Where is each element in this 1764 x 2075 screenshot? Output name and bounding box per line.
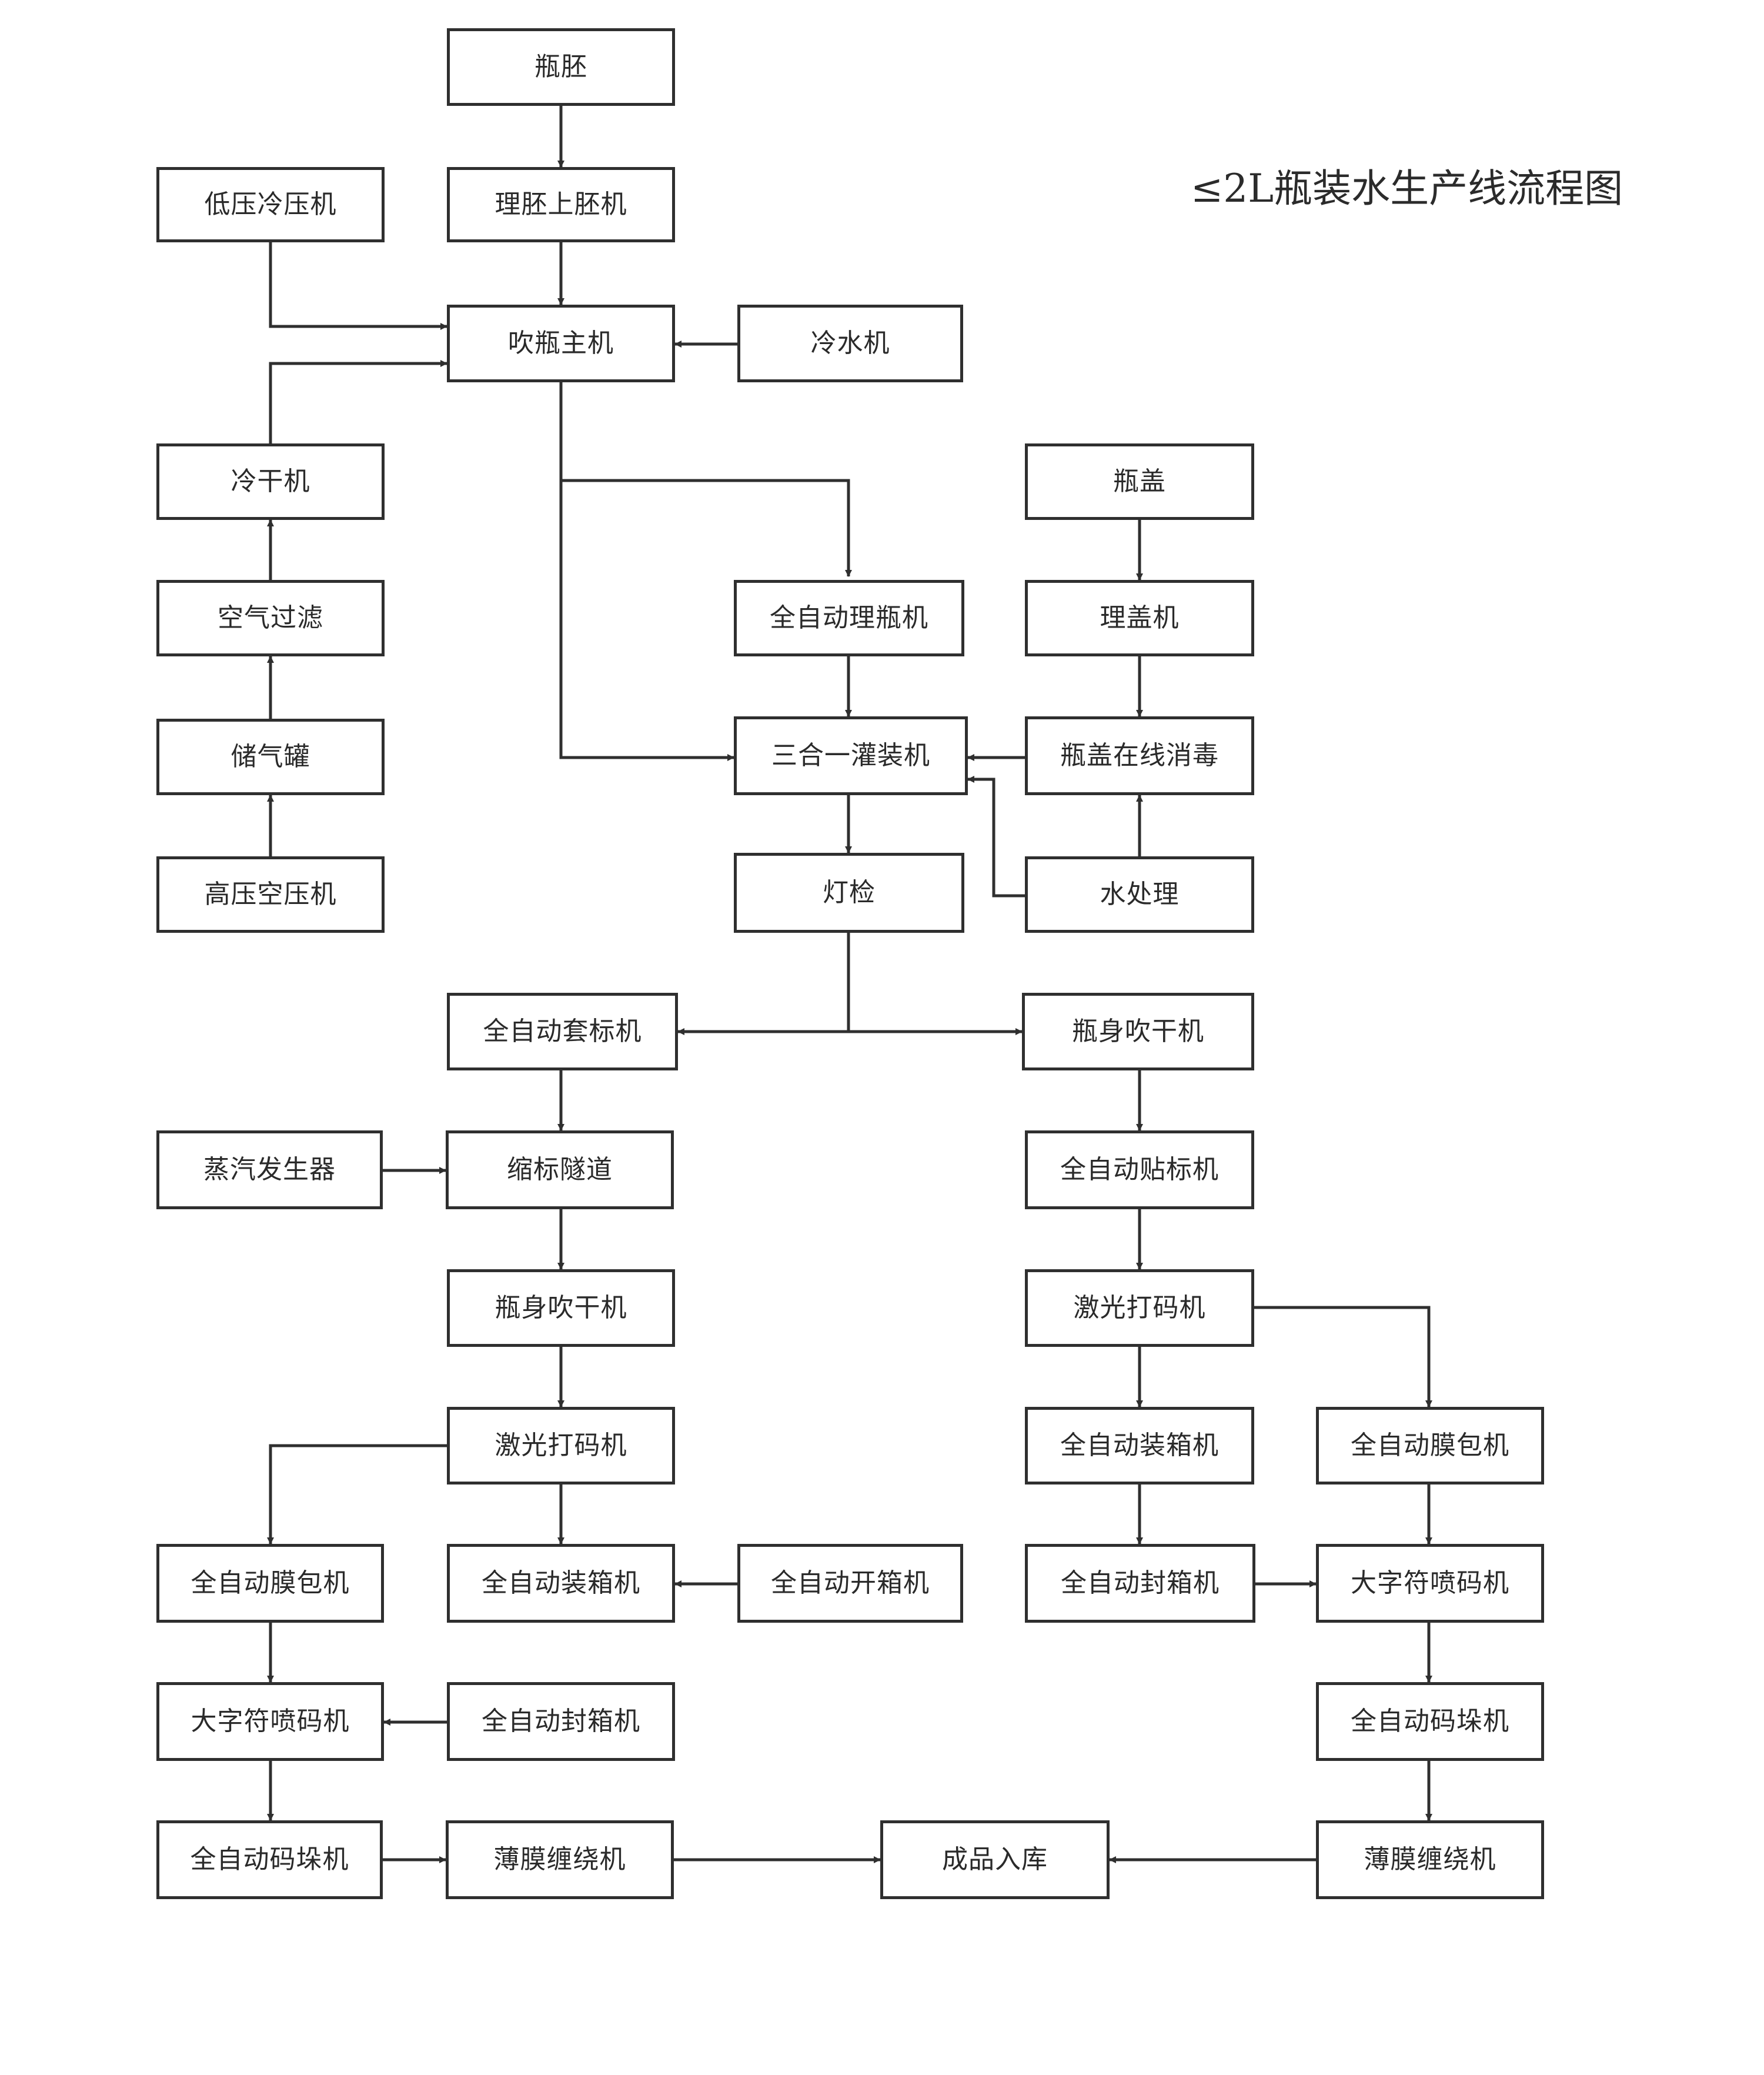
node-label: 全自动封箱机 (1061, 1568, 1220, 1598)
node-auto-labeler: 全自动贴标机 (1025, 1130, 1254, 1209)
node-laser-coder-right: 激光打码机 (1025, 1269, 1254, 1347)
node-air-filter: 空气过滤 (156, 580, 385, 656)
node-label: 全自动膜包机 (191, 1568, 350, 1598)
node-label: 大字符喷码机 (191, 1706, 350, 1736)
node-label: 瓶身吹干机 (1072, 1016, 1204, 1046)
node-label: 大字符喷码机 (1351, 1568, 1509, 1598)
node-large-char-printer-right: 大字符喷码机 (1316, 1544, 1544, 1623)
node-label: 全自动膜包机 (1351, 1430, 1509, 1460)
node-label: 瓶盖 (1113, 466, 1166, 496)
node-auto-palletizer-right: 全自动码垛机 (1316, 1682, 1544, 1761)
node-label: 成品入库 (942, 1844, 1048, 1874)
node-label: 全自动理瓶机 (770, 603, 928, 633)
node-shrink-tunnel: 缩标隧道 (446, 1130, 674, 1209)
node-label: 储气罐 (230, 742, 310, 772)
node-auto-case-packer-left: 全自动装箱机 (447, 1544, 675, 1623)
node-label: 激光打码机 (495, 1430, 627, 1460)
node-stretch-wrapper-left: 薄膜缠绕机 (446, 1820, 674, 1899)
node-label: 冷干机 (230, 466, 310, 496)
node-label: 高压空压机 (204, 879, 337, 909)
node-auto-case-erector: 全自动开箱机 (737, 1544, 963, 1623)
node-label: 吹瓶主机 (508, 328, 614, 358)
node-label: 全自动码垛机 (190, 1844, 349, 1874)
node-bottle-dryer-right: 瓶身吹干机 (1022, 993, 1254, 1070)
node-auto-case-packer-right: 全自动装箱机 (1025, 1407, 1254, 1484)
node-low-pressure-compressor: 低压冷压机 (156, 167, 385, 242)
node-auto-film-wrapper-right: 全自动膜包机 (1316, 1407, 1544, 1484)
node-auto-sleeve-labeler: 全自动套标机 (447, 993, 678, 1070)
edge-low-pressure-compressor-to-blow-molder (269, 242, 447, 330)
node-auto-palletizer-left: 全自动码垛机 (156, 1820, 383, 1899)
node-label: 蒸汽发生器 (203, 1155, 336, 1185)
node-label: 缩标隧道 (507, 1155, 613, 1185)
edge-right-laser-coder-to-right-film-wrapper (1254, 1306, 1432, 1407)
diagram-title: ≤2L瓶装水生产线流程图 (1191, 166, 1623, 211)
node-water-treatment: 水处理 (1025, 856, 1254, 933)
node-light-inspection: 灯检 (734, 853, 964, 933)
node-bottle-preform: 瓶胚 (447, 28, 675, 106)
node-label: 全自动封箱机 (482, 1706, 640, 1736)
node-cap-sterilizer: 瓶盖在线消毒 (1025, 716, 1254, 795)
node-preform-loader: 理胚上胚机 (447, 167, 675, 242)
edge-blow-molder-to-filling-machine (559, 481, 734, 761)
node-filling-machine: 三合一灌装机 (734, 716, 968, 795)
node-bottle-cap: 瓶盖 (1025, 443, 1254, 520)
node-refrigerated-dryer: 冷干机 (156, 443, 385, 520)
node-label: 瓶盖在线消毒 (1060, 740, 1219, 770)
node-label: 理胚上胚机 (495, 189, 627, 219)
node-label: 全自动开箱机 (771, 1568, 930, 1598)
node-label: 瓶胚 (534, 52, 587, 82)
node-label: 低压冷压机 (204, 189, 337, 219)
node-label: 全自动码垛机 (1351, 1706, 1509, 1736)
node-auto-bottle-unscrambler: 全自动理瓶机 (734, 580, 964, 656)
node-large-char-printer-left: 大字符喷码机 (156, 1682, 384, 1761)
edge-refrigerated-dryer-to-blow-molder (269, 360, 447, 443)
node-bottle-dryer-left: 瓶身吹干机 (447, 1269, 675, 1347)
edge-light-inspection-to-sleeve-labeler (677, 933, 850, 1035)
edge-left-laser-coder-to-left-film-wrapper (267, 1444, 447, 1544)
node-label: 全自动装箱机 (482, 1568, 640, 1598)
node-label: 瓶身吹干机 (495, 1293, 627, 1323)
node-label: 激光打码机 (1073, 1293, 1206, 1323)
node-label: 空气过滤 (218, 603, 323, 633)
edge-water-treatment-to-filling-machine (967, 776, 1025, 898)
node-label: 理盖机 (1100, 603, 1180, 633)
node-blow-molding-machine: 吹瓶主机 (447, 305, 675, 382)
node-auto-film-wrapper-left: 全自动膜包机 (156, 1544, 384, 1623)
node-label: 冷水机 (810, 328, 890, 358)
node-cap-sorter: 理盖机 (1025, 580, 1254, 656)
node-label: 全自动装箱机 (1060, 1430, 1219, 1460)
node-stretch-wrapper-right: 薄膜缠绕机 (1316, 1820, 1544, 1899)
node-steam-generator: 蒸汽发生器 (156, 1130, 383, 1209)
node-auto-case-sealer-right: 全自动封箱机 (1025, 1544, 1255, 1623)
node-label: 水处理 (1100, 879, 1180, 909)
node-label: 全自动套标机 (483, 1016, 642, 1046)
node-auto-case-sealer-left: 全自动封箱机 (447, 1682, 675, 1761)
edge-blow-molder-to-unscrambler (559, 382, 852, 577)
node-label: 薄膜缠绕机 (493, 1844, 626, 1874)
node-label: 全自动贴标机 (1060, 1155, 1219, 1185)
node-label: 灯检 (823, 878, 876, 908)
node-finished-goods-storage: 成品入库 (880, 1820, 1110, 1899)
node-laser-coder-left: 激光打码机 (447, 1407, 675, 1484)
node-water-chiller: 冷水机 (737, 305, 963, 382)
node-label: 薄膜缠绕机 (1364, 1844, 1496, 1874)
node-air-tank: 储气罐 (156, 719, 385, 795)
node-label: 三合一灌装机 (771, 740, 930, 770)
node-high-pressure-compressor: 高压空压机 (156, 856, 385, 933)
